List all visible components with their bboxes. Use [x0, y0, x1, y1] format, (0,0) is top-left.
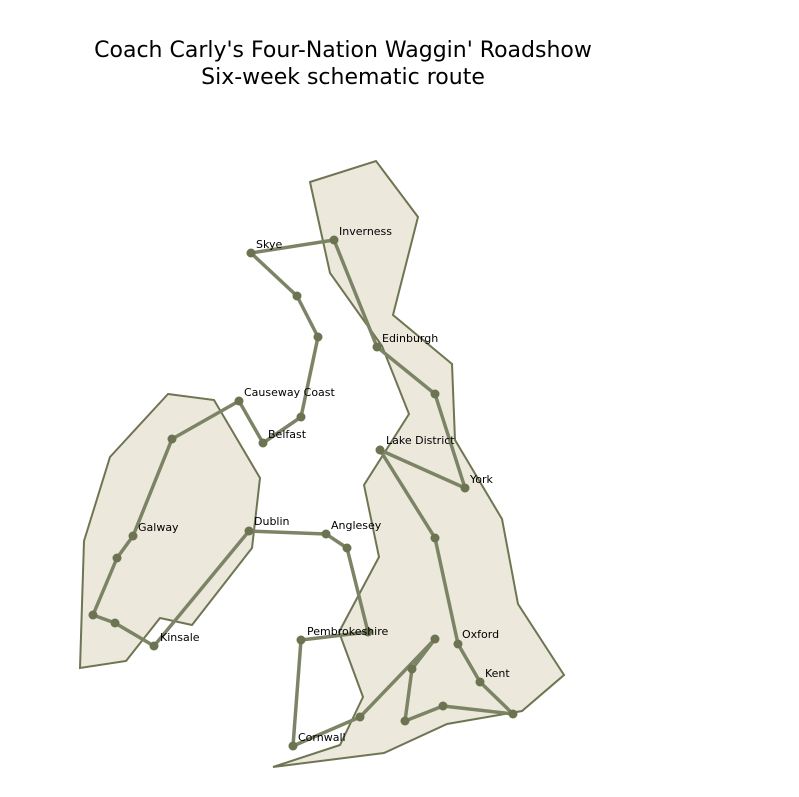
stop-marker[interactable]: [329, 235, 339, 245]
stop-marker[interactable]: [258, 438, 268, 448]
stop-markers: [88, 235, 518, 751]
stop-label-belfast: Belfast: [268, 428, 307, 441]
stop-marker[interactable]: [321, 529, 331, 539]
stop-marker[interactable]: [112, 553, 122, 563]
stop-marker[interactable]: [430, 634, 440, 644]
stop-marker[interactable]: [244, 526, 254, 536]
stop-marker[interactable]: [430, 533, 440, 543]
stop-marker[interactable]: [110, 618, 120, 628]
stop-label-cornwall: Cornwall: [298, 731, 346, 744]
stop-marker[interactable]: [372, 342, 382, 352]
stop-labels: Inverness Skye Edinburgh Causeway Coast …: [138, 225, 510, 744]
stop-marker[interactable]: [438, 701, 448, 711]
stop-label-kinsale: Kinsale: [160, 631, 200, 644]
stop-label-anglesey: Anglesey: [331, 519, 382, 532]
stop-marker[interactable]: [407, 664, 417, 674]
stop-marker[interactable]: [296, 412, 306, 422]
stop-label-pembrokeshire: Pembrokeshire: [307, 625, 389, 638]
stop-marker[interactable]: [292, 291, 302, 301]
great-britain-landmass: [272, 159, 566, 768]
map-subtitle: Six-week schematic route: [201, 65, 485, 90]
landmasses: [78, 159, 566, 768]
stop-marker[interactable]: [167, 434, 177, 444]
stop-marker[interactable]: [342, 543, 352, 553]
stop-marker[interactable]: [296, 635, 306, 645]
stop-label-oxford: Oxford: [462, 628, 499, 641]
stop-marker[interactable]: [400, 716, 410, 726]
stop-marker[interactable]: [430, 389, 440, 399]
stop-marker[interactable]: [149, 641, 159, 651]
stop-marker[interactable]: [88, 610, 98, 620]
stop-label-lake-district: Lake District: [386, 434, 455, 447]
ireland-landmass: [78, 392, 262, 670]
stop-label-edinburgh: Edinburgh: [382, 332, 438, 345]
stop-marker[interactable]: [453, 639, 463, 649]
stop-marker[interactable]: [375, 445, 385, 455]
stop-marker[interactable]: [128, 531, 138, 541]
stop-label-galway: Galway: [138, 521, 179, 534]
stop-label-inverness: Inverness: [339, 225, 392, 238]
stop-label-dublin: Dublin: [254, 515, 290, 528]
stop-label-skye: Skye: [256, 238, 282, 251]
stop-marker[interactable]: [460, 483, 470, 493]
stop-marker[interactable]: [508, 709, 518, 719]
stop-marker[interactable]: [246, 248, 256, 258]
stop-marker[interactable]: [313, 332, 323, 342]
stop-label-kent: Kent: [485, 667, 510, 680]
stop-marker[interactable]: [475, 677, 485, 687]
stop-label-york: York: [469, 473, 494, 486]
stop-label-causeway-coast: Causeway Coast: [244, 386, 336, 399]
stop-marker[interactable]: [363, 627, 373, 637]
map-title: Coach Carly's Four-Nation Waggin' Roadsh…: [94, 38, 592, 63]
stop-marker[interactable]: [355, 712, 365, 722]
stop-marker[interactable]: [288, 741, 298, 751]
stop-marker[interactable]: [234, 396, 244, 406]
